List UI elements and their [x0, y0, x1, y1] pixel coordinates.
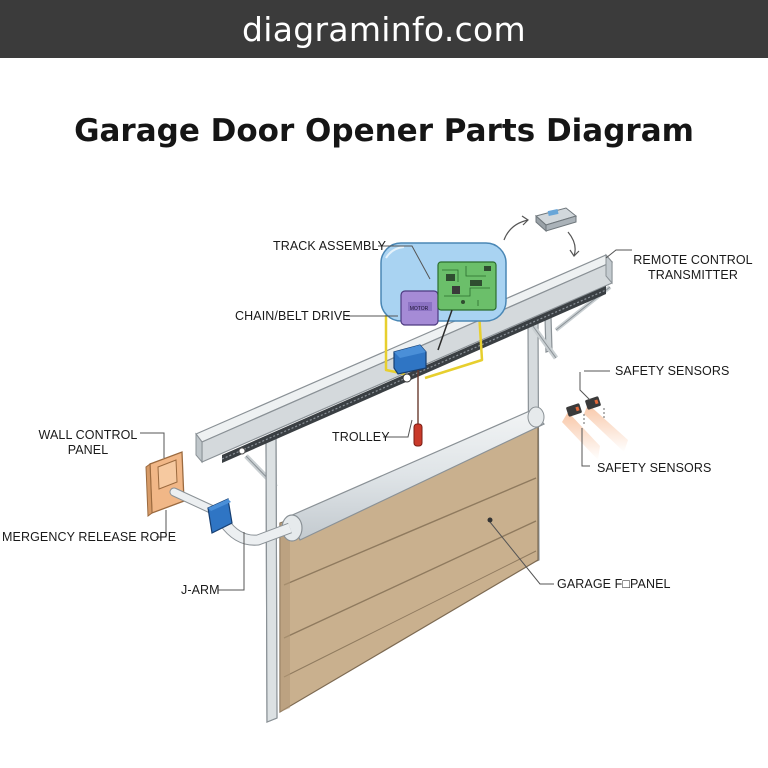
- garage-door-panel: [279, 426, 539, 714]
- label-safety-sensors-top: SAFETY SENSORS: [615, 364, 730, 378]
- label-wall-line1: WALL CONTROL: [38, 428, 138, 442]
- motor-chip-label: MOTOR: [410, 306, 429, 312]
- leader-lines: [140, 245, 632, 591]
- wall-control-panel: [145, 451, 185, 517]
- label-track-assembly: TRACK ASSEMBLY: [273, 239, 387, 253]
- j-arm: [169, 487, 292, 546]
- circuit-board: [437, 261, 497, 311]
- trolley-unit: [393, 344, 427, 447]
- label-safety-sensors-bottom: SAFETY SENSORS: [597, 461, 712, 475]
- signal-arrows: [503, 215, 580, 257]
- safety-sensor-pair: [562, 396, 628, 460]
- label-remote-control-transmitter: REMOTE CONTROL TRANSMITTER: [633, 253, 753, 283]
- label-j-arm: J-ARM: [181, 583, 220, 597]
- label-remote-line1: REMOTE CONTROL: [633, 253, 753, 267]
- label-remote-line2: TRANSMITTER: [648, 268, 738, 282]
- label-wall-control-panel: WALL CONTROL PANEL: [36, 428, 140, 458]
- label-chain-belt-drive: CHAIN/BELT DRIVE: [235, 309, 351, 323]
- garage-panel-marker: [487, 517, 493, 523]
- remote-control: [534, 207, 578, 233]
- label-garage-door-panel: GARAGE F□PANEL: [557, 577, 671, 591]
- diagram-title: Garage Door Opener Parts Diagram: [74, 113, 694, 149]
- door-roller: [281, 406, 545, 542]
- label-emergency-release-rope: MERGENCY RELEASE ROPE: [2, 530, 177, 544]
- label-wall-line2: PANEL: [67, 443, 109, 457]
- front-post: [265, 435, 278, 723]
- label-trolley: TROLLEY: [332, 430, 390, 444]
- site-banner: diagraminfo.com: [0, 0, 768, 58]
